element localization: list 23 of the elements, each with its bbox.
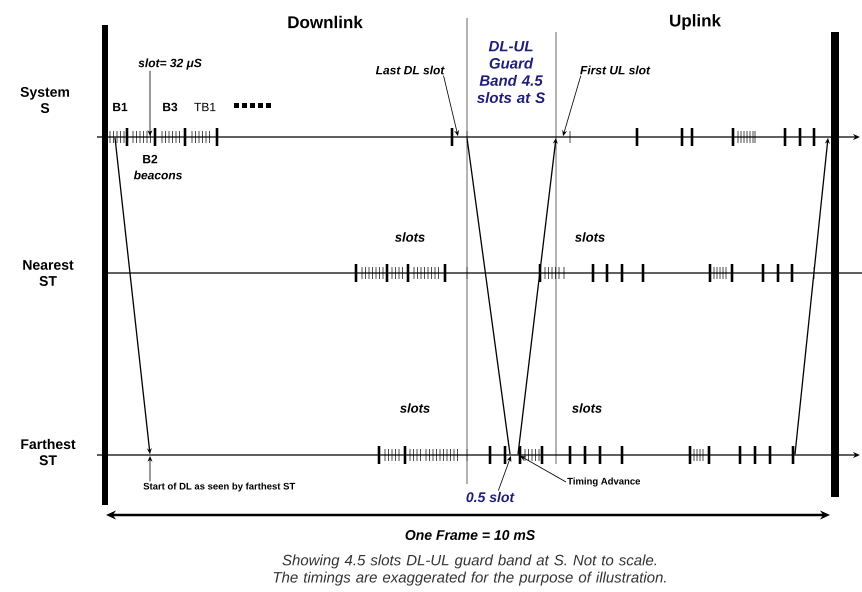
guard-band-label: DL-UL Guard Band 4.5 slots at S [477,40,546,104]
slots-label: slots [572,403,602,413]
annotation-text: slot= 32 μS [138,58,202,70]
slots-label: slots [574,232,605,242]
beacons-label: beacons [134,170,182,180]
section-heading: Downlink [288,16,363,28]
section-heading: Uplink [670,14,721,30]
row-label: Nearest ST [23,260,74,286]
caption: Showing 4.5 slots DL-UL guard band at S. Not to scale. The timings are exaggerated for the purpose of illustration. [274,554,666,586]
annotation-text: Last DL slot [376,66,445,74]
slots-label: slots [400,403,430,413]
annotation-text: 0.5 slot [466,492,515,502]
beacon-label: B3 [163,102,178,112]
row-label: System S [20,86,70,114]
beacon-label: B1 [113,102,128,112]
row-label: Farthest ST [21,438,76,466]
annotation-text: First UL slot [580,66,650,74]
annotation-text: Start of DL as seen by farthest ST [143,482,296,492]
beacon-label: TB1 [194,102,216,112]
slots-label: slots [394,232,425,242]
annotation-text: Timing Advance [567,478,640,486]
frame-label: One Frame = 10 mS [406,530,536,540]
propagation-line [466,138,511,454]
